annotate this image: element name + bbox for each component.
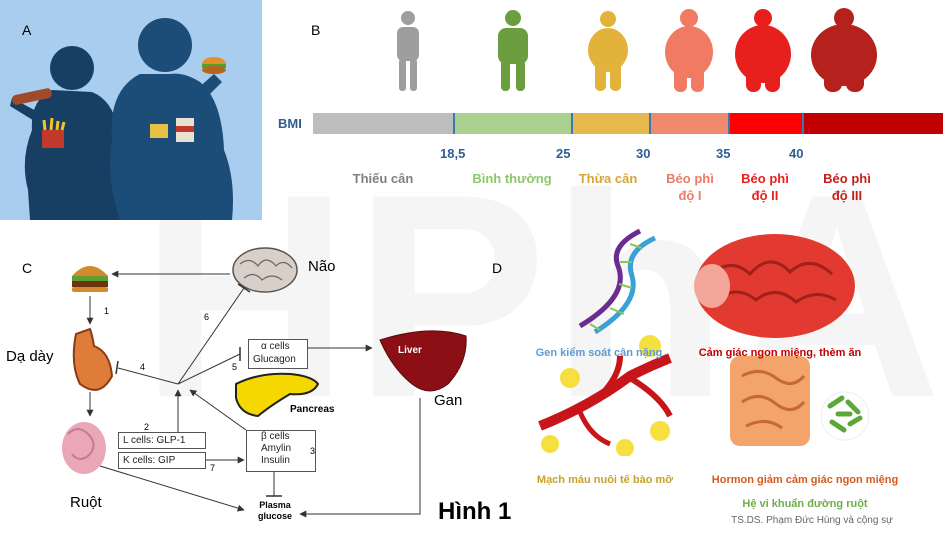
bmi-segment-obese-1: [649, 113, 728, 134]
plasma-glucose-label: Plasma glucose: [258, 500, 293, 521]
gut-brain-hormone-diagram: [62, 247, 467, 518]
figure-underweight-icon: [397, 11, 419, 91]
figure-obese-1-icon: [665, 9, 713, 92]
figure-overweight-icon: [588, 11, 628, 91]
bmi-category-obese-2: Béo phì độ II: [741, 171, 789, 203]
bmi-tick-40: 40: [789, 146, 804, 161]
intestine-icon: [62, 422, 106, 474]
caption-hormone: Hormon giảm cảm giác ngon miệng: [711, 474, 899, 486]
step-number-2: 2: [144, 422, 150, 432]
figure-title: Hình 1: [438, 498, 512, 525]
obesity-factors-illustration: [538, 228, 870, 456]
intestine-label: Ruột: [70, 494, 102, 511]
obese-silhouettes-illustration: [10, 18, 233, 221]
pancreas-label: Pancreas: [290, 404, 335, 415]
l-cells-box: L cells: GLP-1: [118, 432, 206, 449]
step-number-4: 4: [140, 362, 146, 372]
panel-label-a: A: [22, 22, 32, 38]
bmi-segment-underweight: [313, 113, 453, 134]
bmi-segment-obese-3: [802, 113, 943, 134]
blood-vessel-icon: [538, 335, 673, 456]
bmi-segment-obese-2: [728, 113, 802, 134]
author-credit: TS.DS. Phạm Đức Hùng và cộng sự: [731, 515, 893, 526]
body-figures: [397, 8, 877, 92]
liver-label-en: Liver: [398, 345, 422, 356]
panel-a-illustration: [0, 0, 262, 221]
caption-vessel: Mạch máu nuôi tế bào mỡ: [536, 474, 674, 486]
bmi-category-normal: Bình thường: [472, 171, 552, 186]
beta-cells-box: β cells Amylin Insulin: [246, 430, 316, 472]
bmi-segment-normal: [453, 113, 571, 134]
caption-microbiota: Hệ vi khuẩn đường ruột: [742, 498, 868, 510]
stomach-label: Dạ dày: [6, 348, 54, 365]
intestine-hormone-icon: [730, 356, 810, 446]
bmi-tick-25: 25: [556, 146, 571, 161]
pancreas-icon: [235, 372, 320, 418]
bmi-tick-30: 30: [636, 146, 651, 161]
bmi-category-underweight: Thiếu cân: [352, 171, 414, 186]
bmi-category-obese-1: Béo phì độ I: [666, 171, 714, 203]
bmi-tick-18-5: 18,5: [440, 146, 466, 161]
bmi-scale-bar: [313, 113, 943, 134]
stomach-icon: [72, 327, 114, 391]
bmi-category-overweight: Thừa cân: [578, 171, 638, 186]
step-number-5: 5: [232, 362, 238, 372]
brain-icon: [232, 247, 298, 293]
step-number-1: 1: [104, 306, 110, 316]
step-number-7: 7: [210, 463, 216, 473]
caption-appetite: Cảm giác ngon miệng, thèm ăn: [698, 347, 862, 359]
panel-label-c: C: [22, 260, 33, 276]
gut-bacteria-icon: [820, 391, 870, 441]
dna-icon: [578, 228, 657, 335]
burger-icon: [72, 266, 108, 292]
brain-label: Não: [308, 258, 336, 275]
figure-obese-2-icon: [735, 9, 791, 92]
caption-gene: Gen kiểm soát cân nặng: [535, 347, 663, 359]
figure-normal-icon: [498, 10, 528, 91]
panel-label-d: D: [492, 260, 503, 276]
liver-icon: [379, 330, 467, 392]
bmi-segment-overweight: [571, 113, 649, 134]
step-number-6: 6: [204, 312, 210, 322]
step-number-3: 3: [310, 446, 316, 456]
liver-label-vn: Gan: [434, 392, 463, 409]
appetite-brain-icon: [694, 234, 855, 338]
bmi-tick-35: 35: [716, 146, 731, 161]
k-cells-box: K cells: GIP: [118, 452, 206, 469]
bmi-category-obese-3: Béo phì độ III: [823, 171, 871, 203]
figure-obese-3-icon: [811, 8, 877, 92]
bmi-label: BMI: [278, 116, 302, 131]
alpha-cells-box: α cells Glucagon: [248, 339, 308, 369]
panel-label-b: B: [311, 22, 321, 38]
